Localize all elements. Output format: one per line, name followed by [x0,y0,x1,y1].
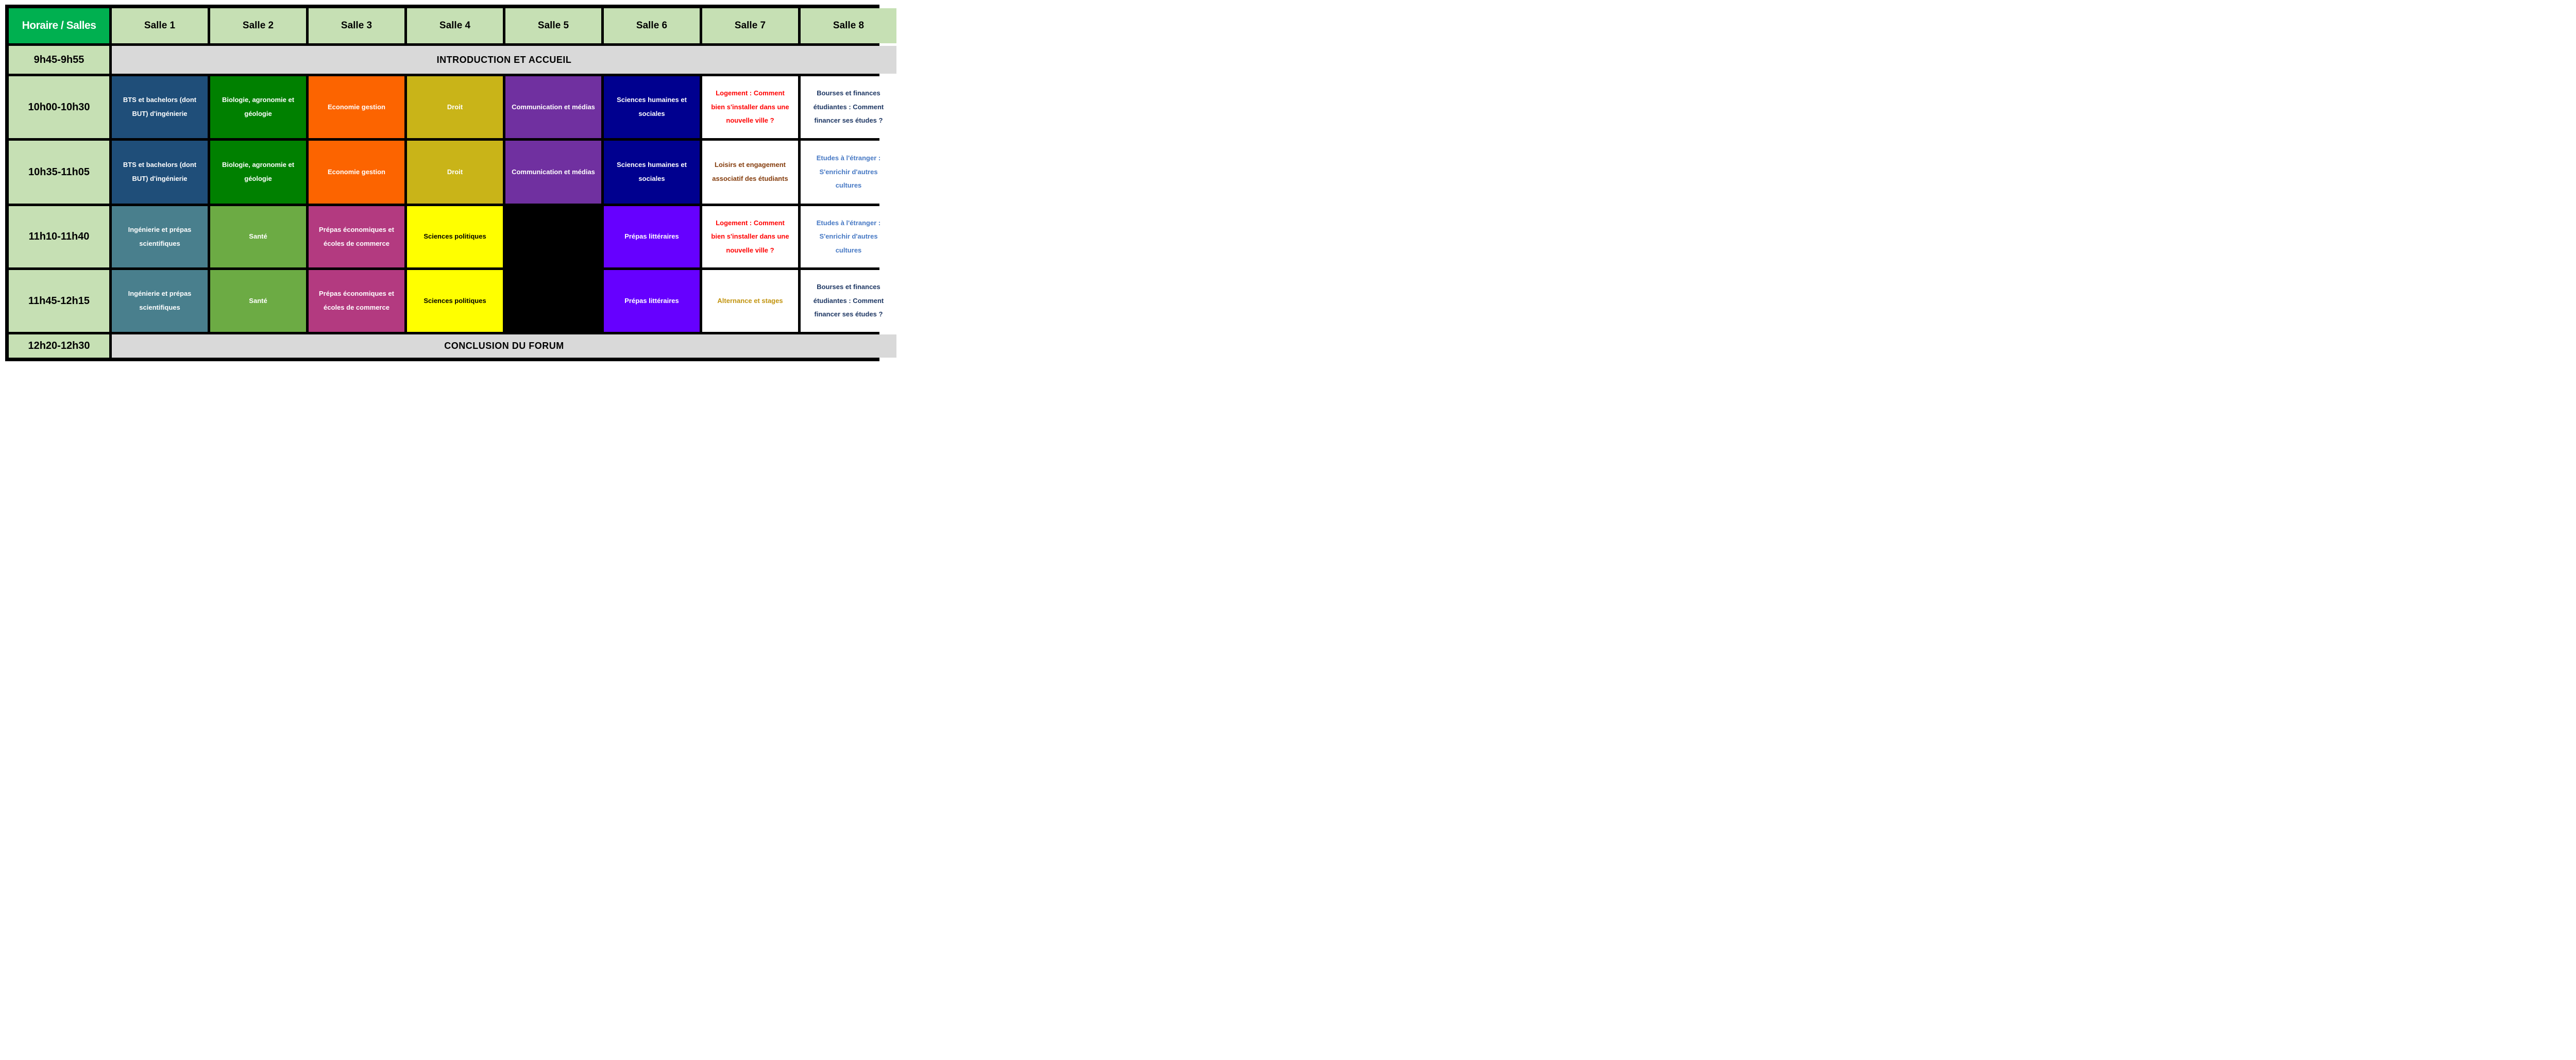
room-header-salle-7: Salle 7 [702,8,798,43]
subject-cell: Biologie, agronomie et géologie [210,141,306,204]
subject-cell: Santé [210,270,306,332]
subject-cell: Prépas économiques et écoles de commerce [309,270,404,332]
subject-cell: Etudes à l'étranger : S'enrichir d'autre… [801,141,896,204]
room-header-salle-2: Salle 2 [210,8,306,43]
empty-black-cell [505,270,601,332]
subject-cell: Ingénierie et prépas scientifiques [112,270,208,332]
corner-header: Horaire / Salles [9,8,109,43]
subject-cell: Sciences politiques [407,206,503,267]
subject-cell: Sciences politiques [407,270,503,332]
subject-cell: Prépas économiques et écoles de commerce [309,206,404,267]
room-header-salle-5: Salle 5 [505,8,601,43]
subject-cell: Sciences humaines et sociales [604,141,700,204]
subject-cell: BTS et bachelors (dont BUT) d'ingénierie [112,76,208,138]
subject-cell: Loisirs et engagement associatif des étu… [702,141,798,204]
subject-cell: Ingénierie et prépas scientifiques [112,206,208,267]
subject-cell: Communication et médias [505,141,601,204]
subject-cell: Prépas littéraires [604,206,700,267]
subject-cell: Economie gestion [309,141,404,204]
subject-cell: Bourses et finances étudiantes : Comment… [801,270,896,332]
time-cell: 11h10-11h40 [9,206,109,267]
time-cell: 12h20-12h30 [9,334,109,358]
empty-black-cell [505,206,601,267]
subject-cell: Santé [210,206,306,267]
schedule-table: Horaire / Salles Salle 1 Salle 2 Salle 3… [5,5,896,361]
subject-cell: Sciences humaines et sociales [604,76,700,138]
subject-cell: Droit [407,76,503,138]
time-cell: 10h35-11h05 [9,141,109,204]
subject-cell: Droit [407,141,503,204]
subject-cell: Economie gestion [309,76,404,138]
subject-cell: Alternance et stages [702,270,798,332]
time-cell: 11h45-12h15 [9,270,109,332]
time-cell: 10h00-10h30 [9,76,109,138]
subject-cell: Logement : Comment bien s'installer dans… [702,206,798,267]
room-header-salle-1: Salle 1 [112,8,208,43]
room-header-salle-8: Salle 8 [801,8,896,43]
room-header-salle-6: Salle 6 [604,8,700,43]
subject-cell: BTS et bachelors (dont BUT) d'ingénierie [112,141,208,204]
room-header-salle-4: Salle 4 [407,8,503,43]
subject-cell: Logement : Comment bien s'installer dans… [702,76,798,138]
subject-cell: Biologie, agronomie et géologie [210,76,306,138]
subject-cell: Communication et médias [505,76,601,138]
time-cell: 9h45-9h55 [9,46,109,74]
page: Horaire / Salles Salle 1 Salle 2 Salle 3… [0,0,2576,366]
intro-span-cell: INTRODUCTION ET ACCUEIL [112,46,896,74]
room-header-salle-3: Salle 3 [309,8,404,43]
subject-cell: Bourses et finances étudiantes : Comment… [801,76,896,138]
subject-cell: Prépas littéraires [604,270,700,332]
subject-cell: Etudes à l'étranger : S'enrichir d'autre… [801,206,896,267]
conclusion-span-cell: CONCLUSION DU FORUM [112,334,896,358]
